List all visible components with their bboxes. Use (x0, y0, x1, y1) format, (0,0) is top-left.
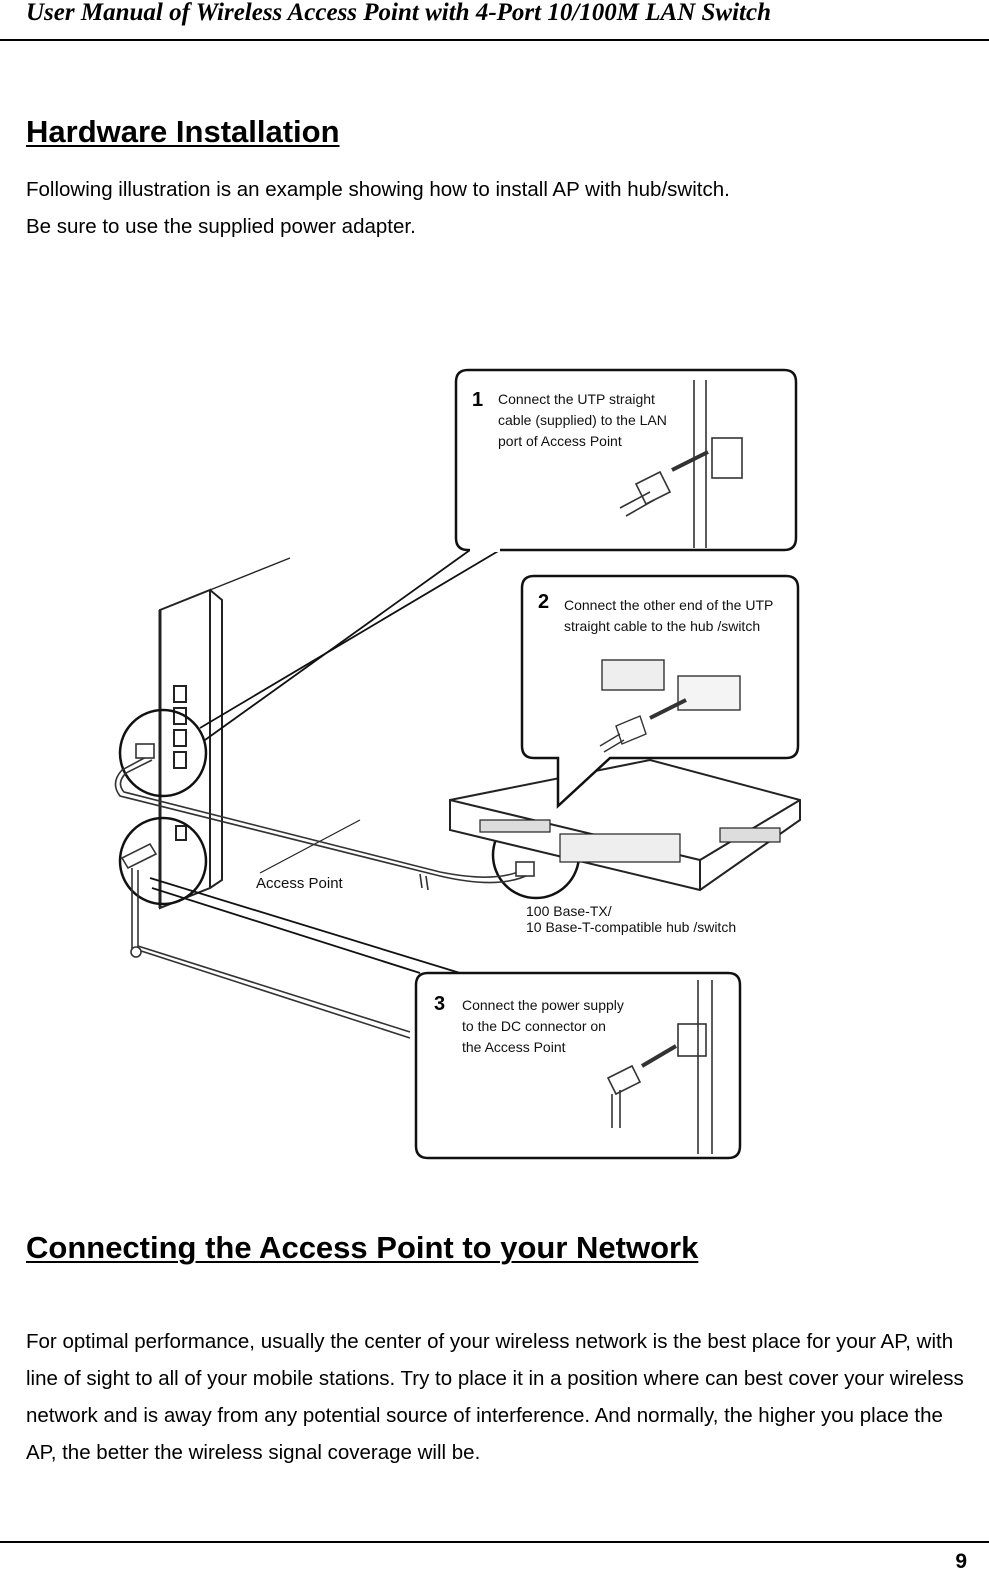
callout-box-step-1: 1 Connect the UTP straight cable (suppli… (454, 368, 798, 552)
step-number: 3 (434, 993, 445, 1015)
step-3-line: Connect the power supply (462, 997, 624, 1013)
access-point-device (158, 557, 361, 910)
intro-line: Following illustration is an example sho… (26, 178, 730, 201)
step-2-line: straight cable to the hub /switch (564, 618, 760, 634)
utp-cable (114, 743, 535, 891)
hub-switch-device (449, 758, 801, 892)
hardware-installation-intro: Following illustration is an example sho… (26, 171, 971, 245)
leader-lines (149, 549, 501, 974)
page-number: 9 (955, 1550, 967, 1573)
step-1-line: Connect the UTP straight (498, 391, 655, 407)
step-number: 1 (472, 389, 483, 411)
step-number: 2 (538, 591, 549, 613)
step-1-line: port of Access Point (498, 433, 622, 449)
footer-rule (0, 1541, 989, 1543)
header-rule (0, 39, 989, 41)
installation-illustration: 1 Connect the UTP straight cable (suppli… (60, 248, 920, 1218)
connecting-access-point-heading: Connecting the Access Point to your Netw… (26, 1230, 699, 1265)
step-1-line: cable (supplied) to the LAN (498, 412, 667, 428)
access-point-label: Access Point (256, 875, 344, 892)
hub-label-line-2: 10 Base-T-compatible hub /switch (526, 919, 736, 935)
installation-diagram: 1 Connect the UTP straight cable (suppli… (114, 368, 801, 1160)
placement-paragraph: For optimal performance, usually the cen… (26, 1330, 964, 1464)
callout-box-step-2: 2 Connect the other end of the UTP strai… (520, 574, 800, 809)
power-cable (120, 842, 411, 1039)
step-3-line: to the DC connector on (462, 1018, 606, 1034)
intro-line: Be sure to use the supplied power adapte… (26, 215, 416, 238)
hub-label-line-1: 100 Base-TX/ (526, 903, 612, 919)
step-3-line: the Access Point (462, 1039, 566, 1055)
running-header-title: User Manual of Wireless Access Point wit… (26, 0, 771, 26)
step-2-line: Connect the other end of the UTP (564, 597, 773, 613)
hardware-installation-heading: Hardware Installation (26, 114, 340, 149)
callout-box-step-3: 3 Connect the power supply to the DC con… (414, 971, 742, 1160)
